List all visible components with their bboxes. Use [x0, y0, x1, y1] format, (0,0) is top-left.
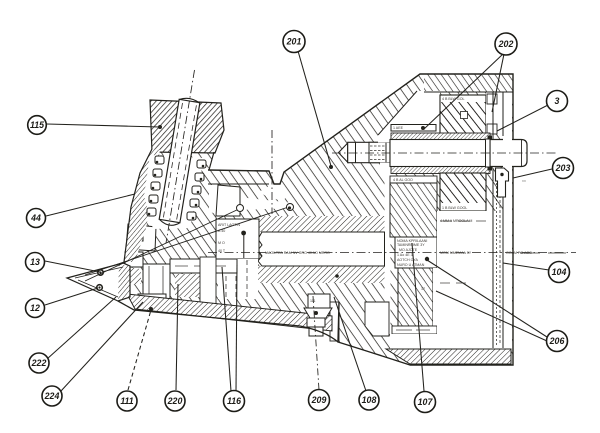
- svg-text:4 MM A MROOLA M: 4 MM A MROOLA M: [440, 219, 472, 223]
- svg-text:115: 115: [30, 120, 44, 130]
- svg-text:222: 222: [31, 358, 47, 368]
- svg-text:44: 44: [30, 213, 41, 223]
- svg-text:202: 202: [498, 39, 514, 49]
- svg-text:TAMINREIME 3Y: TAMINREIME 3Y: [397, 243, 425, 247]
- svg-text:224: 224: [44, 391, 60, 401]
- svg-text:206: 206: [549, 336, 565, 346]
- svg-text:1 B BLW GOOL: 1 B BLW GOOL: [442, 206, 467, 210]
- svg-text:201: 201: [286, 37, 302, 47]
- svg-text:12: 12: [30, 303, 40, 313]
- svg-text:116: 116: [227, 396, 241, 406]
- svg-text:M O: M O: [218, 241, 225, 245]
- svg-text:203: 203: [555, 163, 571, 173]
- svg-text:≈≈: ≈≈: [522, 179, 526, 183]
- svg-text:ARIT LAGTIN: ARIT LAGTIN: [218, 223, 241, 227]
- svg-text:4 B AL GOO: 4 B AL GOO: [393, 178, 413, 182]
- svg-text:4 B BLW GOL: 4 B BLW GOL: [442, 97, 465, 101]
- svg-text:220: 220: [167, 396, 183, 406]
- svg-text:108: 108: [362, 395, 377, 405]
- svg-text:40 T: 40 T: [218, 249, 226, 253]
- svg-text:111: 111: [120, 396, 133, 406]
- svg-text:107: 107: [418, 397, 434, 407]
- svg-text:13: 13: [30, 257, 40, 267]
- svg-text:MOM MMEMAA 3Y: MOM MMEMAA 3Y: [440, 251, 472, 255]
- svg-text:1 Ao 4E 3: 1 Ao 4E 3: [397, 253, 413, 257]
- svg-text:MO AJOTE: MO AJOTE: [399, 248, 418, 252]
- svg-text:MAOILTEA RAM NV GRO 40 AO M: MAOILTEA RAM NV GRO 40 AO MRRO: [265, 251, 330, 255]
- svg-text:3: 3: [555, 96, 560, 106]
- svg-text:NURO U ATMAN: NURO U ATMAN: [397, 263, 425, 267]
- svg-text:111: 111: [310, 299, 315, 303]
- svg-text:104: 104: [552, 267, 567, 277]
- svg-text:A 40: A 40: [218, 229, 225, 233]
- svg-text:GOAM PO AOO: GOAM PO AOO: [506, 251, 532, 255]
- svg-text:17: 17: [421, 287, 425, 291]
- svg-text:1 AEE: 1 AEE: [393, 126, 404, 130]
- svg-text:AOTCH OYA: AOTCH OYA: [397, 258, 419, 262]
- svg-text:209: 209: [311, 395, 327, 405]
- svg-text:NOMA KPRILAANI: NOMA KPRILAANI: [397, 239, 427, 243]
